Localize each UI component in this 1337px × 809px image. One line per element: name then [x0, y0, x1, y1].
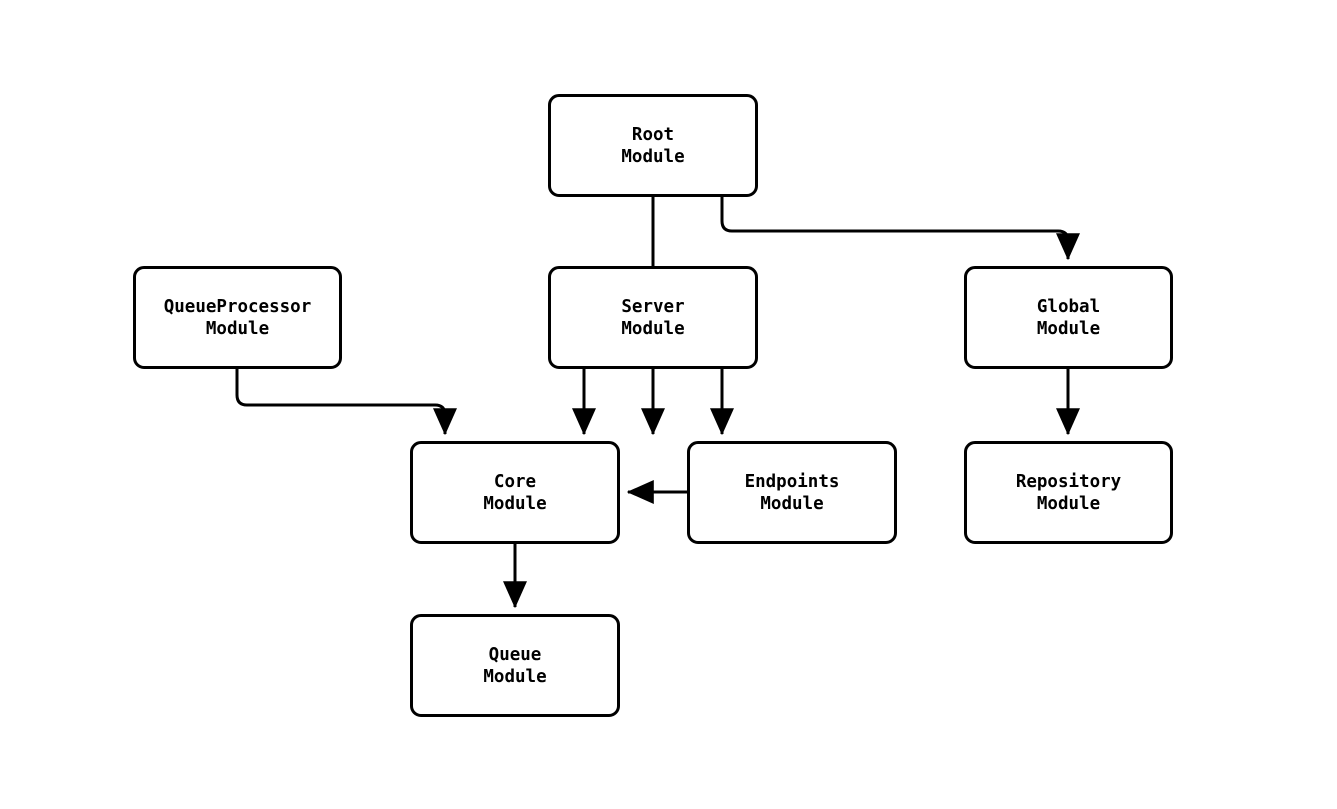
node-label-primary: QueueProcessor — [163, 296, 312, 317]
node-label-primary: Repository — [1015, 471, 1122, 492]
node-label-primary: Queue — [488, 644, 542, 665]
node-label-secondary: Module — [483, 666, 547, 687]
node-label-secondary: Module — [621, 318, 685, 339]
edge-root-to-global — [720, 197, 1080, 261]
edges-group — [235, 197, 1080, 609]
node-label-secondary: Module — [621, 146, 685, 167]
node-label-secondary: Module — [1036, 493, 1101, 514]
node-label-secondary: Module — [760, 493, 824, 514]
node-label-primary: Core — [493, 471, 537, 492]
node-label-secondary: Module — [1036, 318, 1101, 339]
node-label-primary: Endpoints — [744, 471, 840, 492]
node-label-primary: Root — [631, 124, 675, 145]
edge-queueprocessor-to-core — [235, 369, 457, 436]
node-label-secondary: Module — [205, 318, 270, 339]
node-label-primary: Global — [1036, 296, 1101, 317]
node-label-secondary: Module — [483, 493, 547, 514]
node-label-primary: Server — [621, 296, 685, 317]
